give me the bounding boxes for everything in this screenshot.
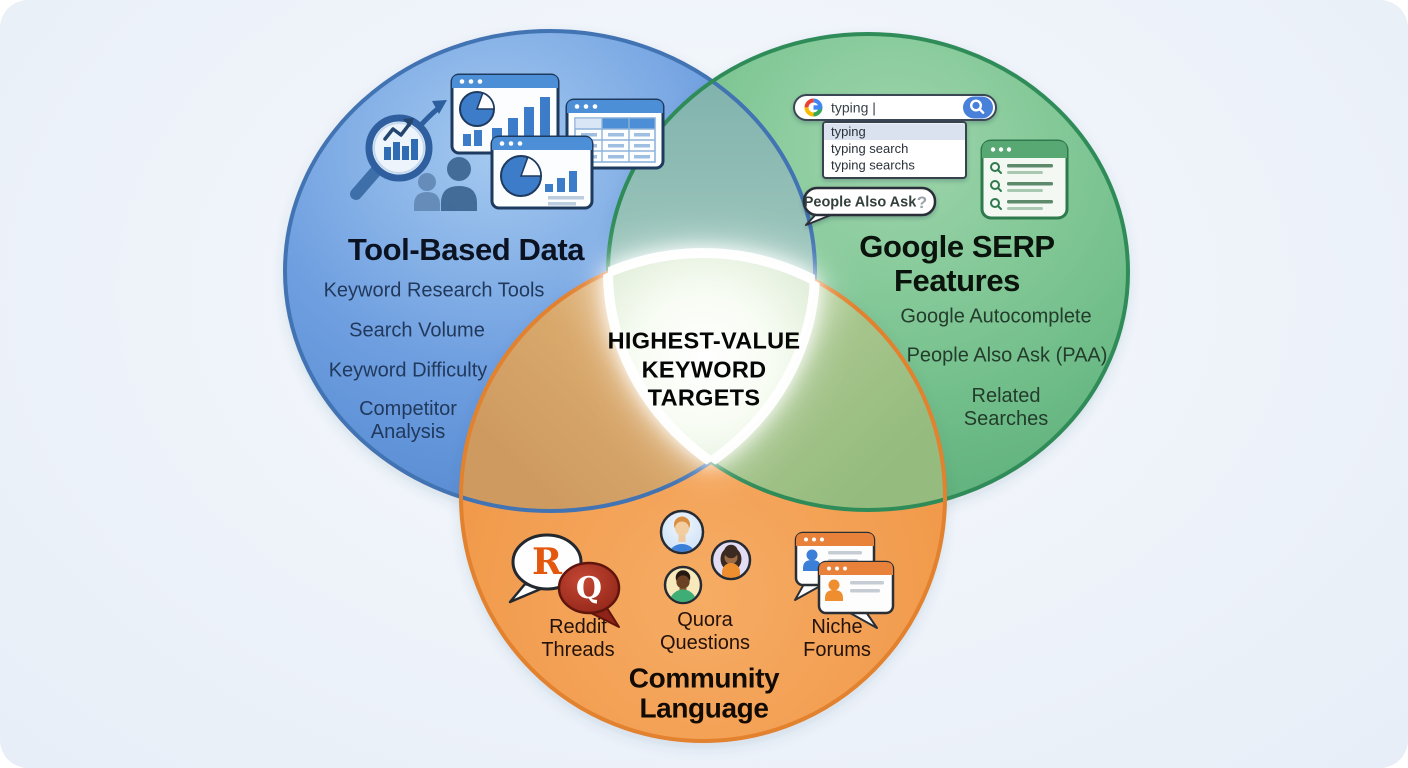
serp-item-people-also-ask: People Also Ask (PAA) [906,344,1108,367]
tool-item-search-volume: Search Volume [349,319,485,342]
analytics-window-icon [450,73,560,155]
tool-item-keyword-research-tools: Keyword Research Tools [323,279,545,302]
google-search-bar: typing | [793,94,997,121]
magnifier-row-icon [990,198,1053,210]
quora-bubble-icon: Q [557,561,621,628]
people-also-ask-bubble: People Also Ask ? [802,186,937,226]
avatar-orange [710,539,752,581]
serp-item-related-searches: Related Searches [963,385,1049,430]
search-query-text: typing | [831,100,876,116]
avatars-icon [659,509,752,605]
tool-title: Tool-Based Data [347,232,585,267]
serp-item-google-autocomplete: Google Autocomplete [900,305,1092,328]
suggestion-highlight [824,123,965,140]
circle-tool-outline [283,29,817,513]
google-search-illustration: typing | typing typing search typing sea… [793,94,1069,226]
tool-item-competitor-analysis: Competitor Analysis [359,398,457,443]
reddit-letter: R [532,541,563,583]
paa-label: People Also Ask [804,195,917,211]
search-button [963,96,993,119]
google-logo-icon [804,98,823,117]
autocomplete-dropdown: typing typing search typing searchs [822,121,967,179]
pie-window-icon [490,135,594,210]
forum-windows-icon [794,531,895,629]
avatar-green [663,565,703,605]
tool-data-illustration [350,73,665,211]
suggestion-row: typing search [831,141,908,156]
magnifier-row-icon [990,162,1053,174]
magnifier-row-icon [990,180,1053,192]
suggestion-row: typing [831,124,866,139]
serp-list-panel [980,139,1069,220]
question-icon: ? [917,193,927,212]
serp-title: Google SERP Features [859,229,1055,298]
community-illustration: R Q [508,509,895,629]
quora-letter: Q [576,571,602,606]
community-item-reddit-threads: Reddit Threads [541,616,615,661]
community-title: Community Language [628,662,780,723]
forum-window-front [817,560,895,629]
suggestion-row: typing searchs [831,158,915,173]
trend-arrow-icon [417,100,447,129]
center-label: HIGHEST-VALUE KEYWORD TARGETS [607,327,801,411]
search-icon [970,99,985,114]
magnifier-chart-icon [350,114,433,200]
tool-item-keyword-difficulty: Keyword Difficulty [328,359,488,382]
avatar-blue [659,509,705,555]
community-item-niche-forums: Niche Forums [803,616,871,661]
community-item-quora-questions: Quora Questions [659,609,751,654]
users-silhouette-icon [414,157,477,211]
